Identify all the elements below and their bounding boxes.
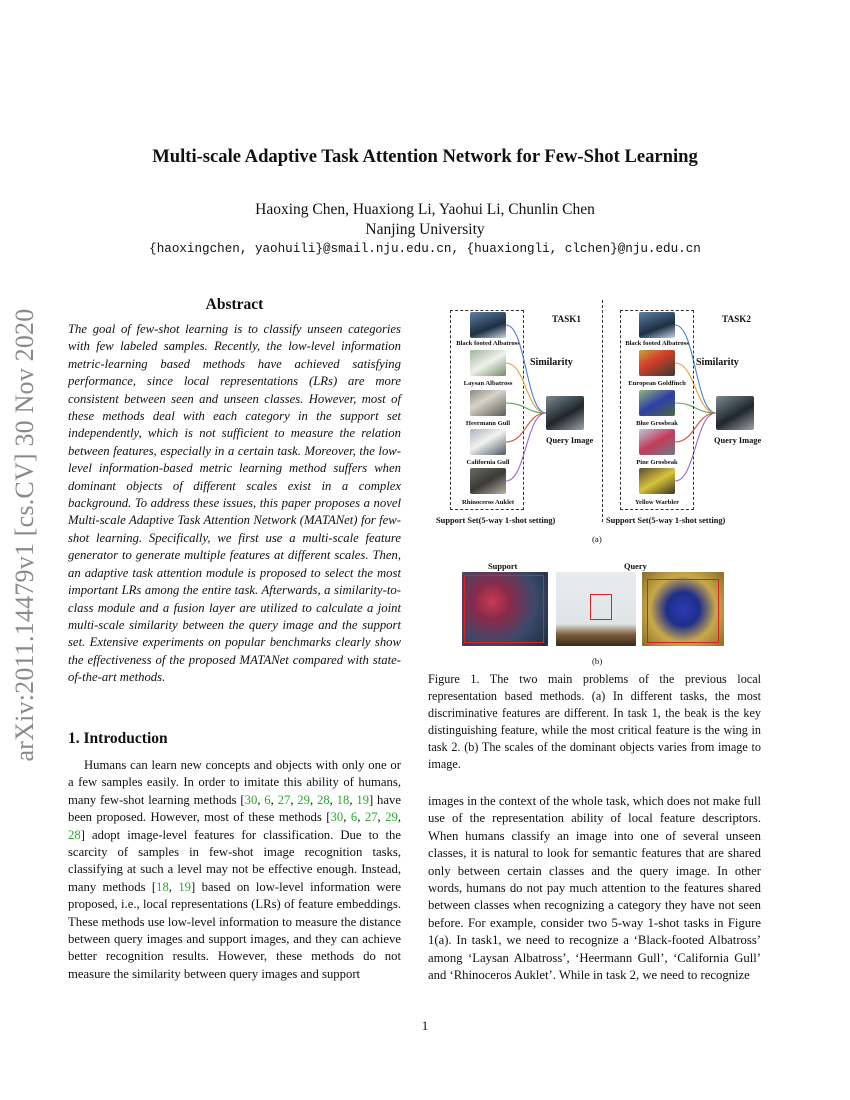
object-box (647, 579, 719, 643)
figure-caption: Figure 1. The two main problems of the p… (428, 672, 761, 771)
task2-label: TASK2 (722, 314, 751, 324)
query-image (546, 396, 584, 430)
citation-link[interactable]: 28 (68, 827, 81, 842)
similarity-curve (505, 412, 547, 443)
bird-label: Heermann Gull (465, 420, 511, 427)
similarity-curve (674, 412, 717, 482)
bird-label: Rhinoceros Auklet (461, 499, 515, 506)
bird-label: European Goldfinch (628, 380, 686, 387)
task-divider (602, 300, 603, 522)
citation-link[interactable]: 6 (264, 792, 271, 807)
intro-paragraph-col2: images in the context of the whole task,… (428, 794, 761, 983)
intro-paragraph: Humans can learn new concepts and object… (68, 758, 402, 981)
citation-link[interactable]: 18 (336, 792, 350, 807)
subfigure-b-label: (b) (592, 656, 603, 666)
bird-image (470, 312, 506, 338)
task1-similarity-label: Similarity (530, 357, 573, 368)
citation-link[interactable]: 27 (277, 792, 291, 807)
citation-link[interactable]: 18 (156, 879, 169, 894)
page-number: 1 (421, 1018, 429, 1033)
support-photo (462, 572, 548, 646)
query-label: Query (624, 562, 647, 571)
similarity-curve (505, 324, 547, 414)
abstract-heading: Abstract (205, 296, 264, 313)
section-heading: 1. Introduction (68, 730, 168, 747)
bird-label: Yellow Warbler (634, 499, 679, 506)
query-image-label: Query Image (546, 436, 594, 445)
authors: Haoxing Chen, Huaxiong Li, Yaohui Li, Ch… (255, 201, 595, 218)
abstract-text: The goal of few-shot learning is to clas… (68, 322, 401, 685)
similarity-curve (674, 324, 717, 414)
support-label: Support (488, 562, 518, 571)
bird-label: Black footed Albatross (456, 340, 520, 347)
citation-link[interactable]: 30 (244, 792, 258, 807)
citation-link[interactable]: 6 (350, 810, 358, 825)
citation-link[interactable]: 19 (356, 792, 369, 807)
support-set-label: Support Set(5-way 1-shot setting) (606, 516, 726, 525)
arxiv-id: arXiv:2011.14479v1 [cs.CV] 30 Nov 2020 (10, 308, 39, 762)
bird-label: Pine Grosbeak (636, 459, 678, 466)
bird-image (639, 468, 675, 494)
citation-link[interactable]: 30 (330, 810, 344, 825)
bird-image (639, 390, 675, 416)
query-image-label: Query Image (714, 436, 762, 445)
bird-image (639, 312, 675, 338)
bird-label: Black footed Albatross (625, 340, 689, 347)
query-image (716, 396, 754, 430)
object-box (464, 575, 544, 643)
similarity-curve (674, 412, 717, 443)
query-photo-large-object (642, 572, 724, 646)
emails: {haoxingchen, yaohuili}@smail.nju.edu.cn… (149, 242, 701, 256)
bird-image (470, 468, 506, 494)
citation-link[interactable]: 29 (297, 792, 310, 807)
citation-link[interactable]: 19 (178, 879, 192, 894)
similarity-curve (505, 402, 547, 414)
bird-label: Laysan Albatross (463, 380, 513, 387)
bird-image (470, 350, 506, 376)
citation-link[interactable]: 28 (316, 792, 330, 807)
similarity-curve (505, 412, 547, 482)
subfigure-a-label: (a) (592, 534, 602, 544)
task2-similarity-label: Similarity (696, 357, 739, 368)
bird-label: Blue Grosbeak (636, 420, 678, 427)
similarity-curve (674, 402, 717, 414)
arxiv-sidebar-stamp: arXiv:2011.14479v1 [cs.CV] 30 Nov 2020 (0, 290, 50, 780)
bird-image (639, 429, 675, 455)
support-set-label: Support Set(5-way 1-shot setting) (436, 516, 556, 525)
citation-link[interactable]: 27 (364, 810, 378, 825)
task2-support-box (620, 310, 694, 510)
object-box (590, 594, 612, 620)
bird-image (470, 390, 506, 416)
similarity-curves (505, 324, 717, 482)
task1-label: TASK1 (552, 314, 581, 324)
affiliation: Nanjing University (365, 221, 485, 238)
figure-1: TASK1 Similarity Black footed Albatross … (428, 298, 768, 670)
task1-support-box (450, 310, 524, 510)
bird-label: California Gull (466, 459, 510, 466)
similarity-curve (505, 362, 547, 414)
citation-link[interactable]: 29 (385, 810, 398, 825)
bird-image (639, 350, 675, 376)
paper-title: Multi-scale Adaptive Task Attention Netw… (152, 146, 698, 167)
bird-image (470, 429, 506, 455)
similarity-curve (674, 362, 717, 414)
query-photo-small-object (556, 572, 636, 646)
